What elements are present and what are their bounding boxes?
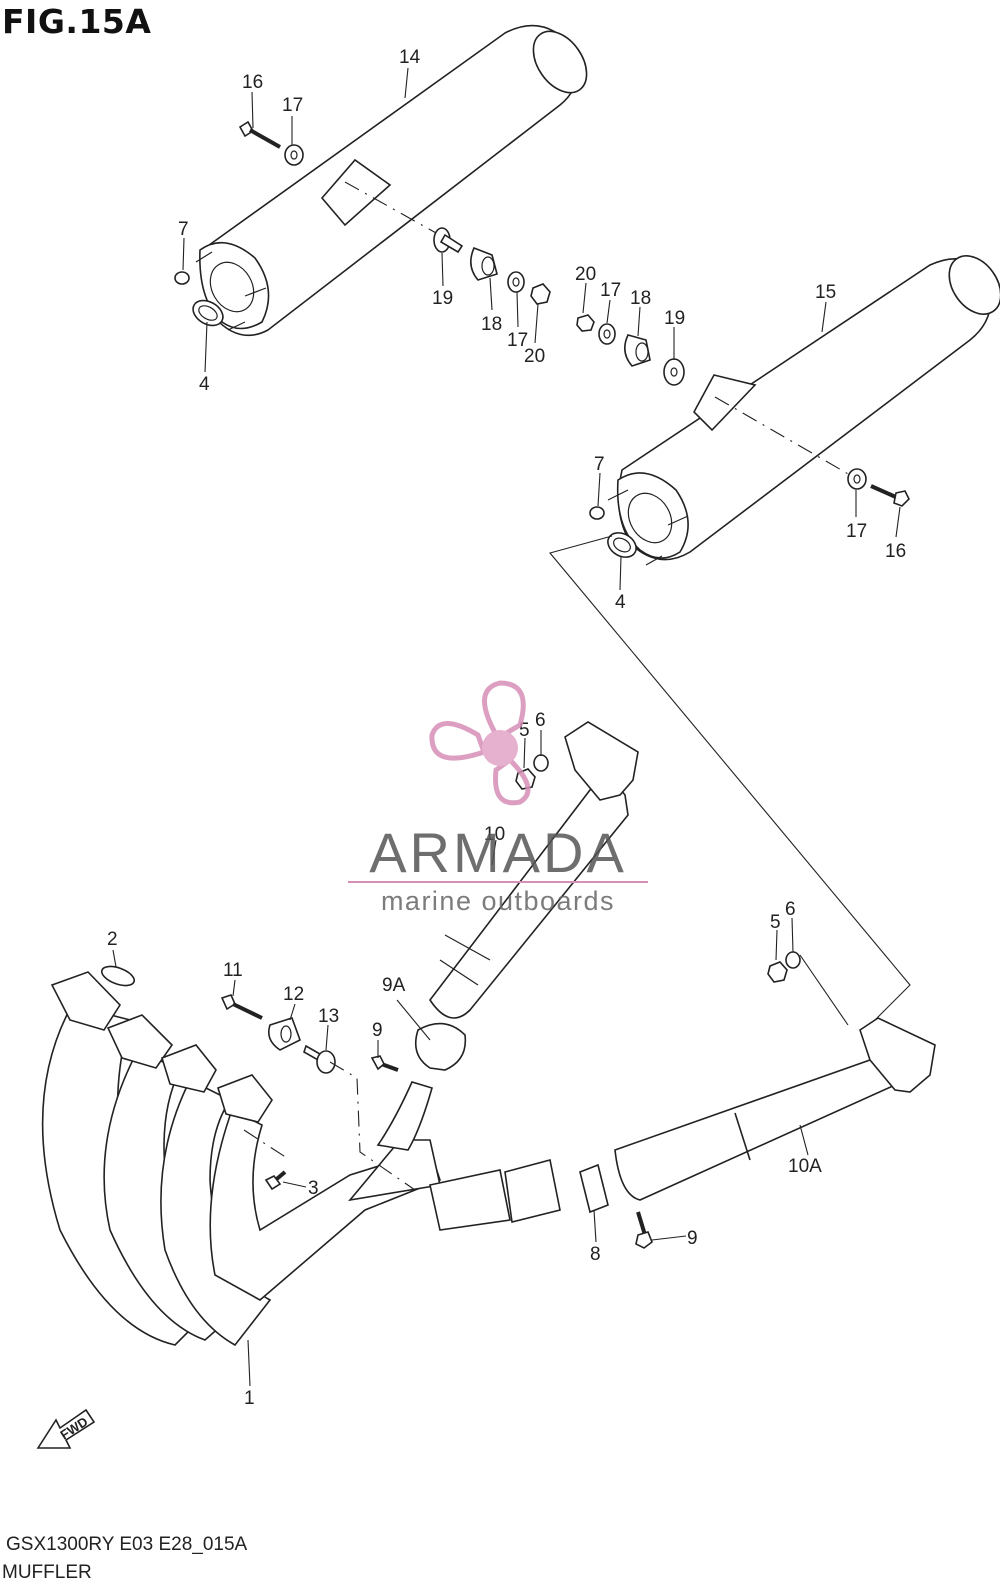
bolt-16b: [870, 484, 910, 507]
washer-7b: [589, 506, 605, 520]
callout-9b: 9: [687, 1228, 698, 1249]
callout-16a: 16: [242, 72, 263, 93]
callout-13: 13: [318, 1006, 339, 1027]
watermark-divider: [348, 881, 648, 883]
callout-6a: 6: [535, 710, 546, 731]
callout-labels: 14 16 17 7 4 19 18 17 20 20 17 18 19 15 …: [107, 47, 906, 1409]
clamp-9A: [414, 1022, 467, 1071]
figure-title: FIG.15A: [2, 2, 152, 41]
callout-20b: 20: [575, 264, 596, 285]
washer-17b: [507, 271, 525, 293]
washer-6a: [533, 754, 549, 772]
callout-11: 11: [223, 960, 243, 981]
nut-5b: [767, 961, 788, 983]
section-name: MUFFLER: [2, 1562, 92, 1583]
callout-9A: 9A: [382, 975, 406, 996]
cushion-12: [267, 1017, 301, 1051]
callout-10: 10: [484, 824, 505, 845]
washer-6b: [785, 951, 801, 969]
washer-17c: [598, 323, 616, 345]
gasket-8: [579, 1163, 609, 1214]
callout-2: 2: [107, 929, 118, 950]
callout-19b: 19: [664, 308, 685, 329]
callout-4b: 4: [615, 592, 626, 613]
callout-4a: 4: [199, 374, 210, 395]
bracket-bush-19a: [433, 227, 464, 254]
muffler-15: [607, 255, 1000, 566]
callout-17a: 17: [282, 95, 303, 116]
callout-18a: 18: [481, 314, 502, 335]
washer-17a: [284, 144, 304, 166]
callout-5b: 5: [770, 912, 781, 933]
gasket-2: [100, 965, 136, 987]
model-code: GSX1300RY E03 E28_015A: [6, 1534, 248, 1555]
bolt-16a: [238, 120, 281, 149]
nut-20a: [530, 283, 551, 305]
callout-7b: 7: [594, 454, 605, 475]
armada-propeller-logo: [429, 680, 531, 806]
exhaust-pipe-10: [429, 721, 639, 1019]
bracket-bush-19b: [663, 358, 685, 386]
callout-9a: 9: [372, 1020, 383, 1041]
callout-17d: 17: [846, 521, 867, 542]
callout-1: 1: [244, 1388, 255, 1409]
pipe-gasket-4a: [192, 299, 224, 327]
callout-17c: 17: [600, 280, 621, 301]
callout-14: 14: [399, 47, 421, 68]
callout-leaders: [112, 67, 901, 1387]
callout-3: 3: [308, 1178, 319, 1199]
fwd-arrow-icon: FWD: [36, 1408, 96, 1449]
callout-5a: 5: [519, 720, 530, 741]
callout-7a: 7: [178, 219, 189, 240]
callout-8: 8: [590, 1244, 601, 1265]
bolt-9a: [370, 1055, 399, 1072]
washer-17d: [847, 468, 867, 490]
callout-19a: 19: [432, 288, 453, 309]
callout-10A: 10A: [788, 1156, 822, 1177]
bolt-9b: [635, 1211, 653, 1249]
exhaust-header-1: [41, 971, 561, 1347]
callout-16b: 16: [885, 541, 906, 562]
pipe-gasket-4b: [607, 532, 637, 558]
watermark-brand: ARMADA: [369, 821, 627, 884]
callout-18b: 18: [630, 288, 651, 309]
callout-17b: 17: [507, 330, 528, 351]
watermark-tagline: marine outboards: [380, 886, 616, 916]
cushion-18b: [624, 334, 651, 367]
washer-7a: [174, 271, 190, 285]
bolt-11: [220, 994, 263, 1020]
nut-20b: [576, 314, 595, 332]
callout-15: 15: [815, 282, 836, 303]
exhaust-pipe-10A: [614, 1017, 936, 1201]
callout-20a: 20: [524, 346, 545, 367]
callout-12: 12: [283, 984, 304, 1005]
cushion-18a: [470, 246, 498, 281]
bolt-3: [264, 1170, 287, 1191]
callout-6b: 6: [785, 899, 796, 920]
bush-13: [303, 1044, 336, 1074]
